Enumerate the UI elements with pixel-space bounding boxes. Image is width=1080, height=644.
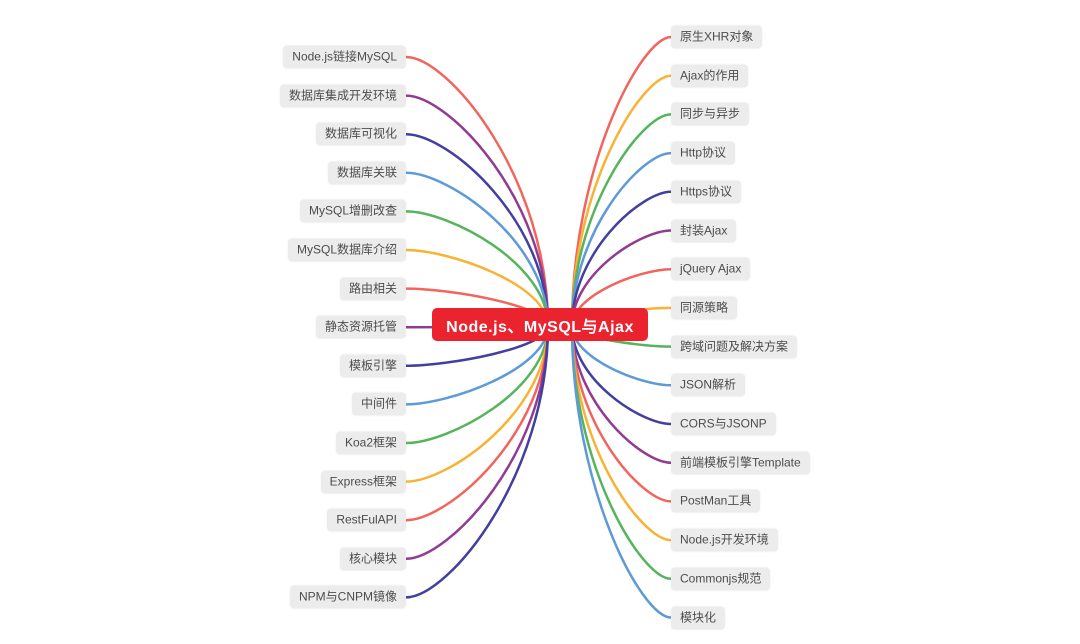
branch-curve (570, 324, 673, 464)
topic-node-left-11[interactable]: Express框架 (320, 470, 406, 494)
branch-curve (404, 210, 550, 328)
branch-curve (404, 324, 550, 561)
topic-node-left-6[interactable]: 路由相关 (339, 277, 406, 301)
topic-node-left-9[interactable]: 中间件 (351, 392, 406, 416)
topic-node-left-1[interactable]: 数据库集成开发环境 (279, 84, 406, 108)
topic-node-right-8[interactable]: 跨域问题及解决方案 (671, 335, 798, 359)
topic-node-left-14[interactable]: NPM与CNPM镜像 (290, 585, 406, 609)
branch-curve (404, 324, 550, 599)
topic-node-right-14[interactable]: Commonjs规范 (671, 567, 771, 591)
topic-node-right-2[interactable]: 同步与异步 (671, 102, 750, 126)
topic-node-left-5[interactable]: MySQL数据库介绍 (287, 238, 406, 262)
topic-node-right-10[interactable]: CORS与JSONP (671, 412, 776, 436)
branch-curve (404, 324, 550, 483)
branch-curve (570, 113, 673, 328)
topic-node-right-12[interactable]: PostMan工具 (671, 489, 761, 513)
topic-node-left-13[interactable]: 核心模块 (339, 547, 406, 571)
topic-node-right-3[interactable]: Http协议 (671, 141, 736, 165)
branch-curve (404, 94, 550, 328)
topic-node-left-7[interactable]: 静态资源托管 (315, 315, 406, 339)
branch-curve (570, 324, 673, 426)
topic-node-right-13[interactable]: Node.js开发环境 (671, 528, 778, 552)
topic-node-right-5[interactable]: 封装Ajax (671, 219, 737, 242)
branch-curve (570, 151, 673, 328)
topic-node-right-9[interactable]: JSON解析 (671, 373, 746, 397)
branch-curve (404, 324, 550, 522)
topic-node-right-0[interactable]: 原生XHR对象 (671, 25, 763, 49)
topic-node-left-3[interactable]: 数据库关联 (327, 161, 406, 185)
branch-curve (404, 171, 550, 328)
topic-node-left-10[interactable]: Koa2框架 (335, 431, 406, 455)
topic-node-right-7[interactable]: 同源策略 (671, 296, 738, 320)
topic-node-left-2[interactable]: 数据库可视化 (315, 122, 406, 146)
branch-curve (404, 55, 550, 328)
topic-node-left-0[interactable]: Node.js链接MySQL (283, 45, 406, 69)
branch-curve (404, 324, 550, 445)
branch-curve (404, 132, 550, 328)
topic-node-left-4[interactable]: MySQL增删改查 (299, 199, 406, 223)
branch-curve (570, 324, 673, 619)
topic-node-right-1[interactable]: Ajax的作用 (671, 64, 749, 88)
topic-node-left-8[interactable]: 模板引擎 (339, 354, 406, 378)
topic-node-left-12[interactable]: RestFulAPI (327, 508, 406, 532)
topic-node-right-6[interactable]: jQuery Ajax (671, 257, 751, 281)
central-topic-node[interactable]: Node.js、MySQL与Ajax (432, 308, 648, 341)
topic-node-right-15[interactable]: 模块化 (671, 606, 726, 629)
topic-node-right-11[interactable]: 前端模板引擎Template (671, 451, 810, 475)
branch-curve (570, 190, 673, 328)
topic-node-right-4[interactable]: Https协议 (671, 180, 742, 204)
